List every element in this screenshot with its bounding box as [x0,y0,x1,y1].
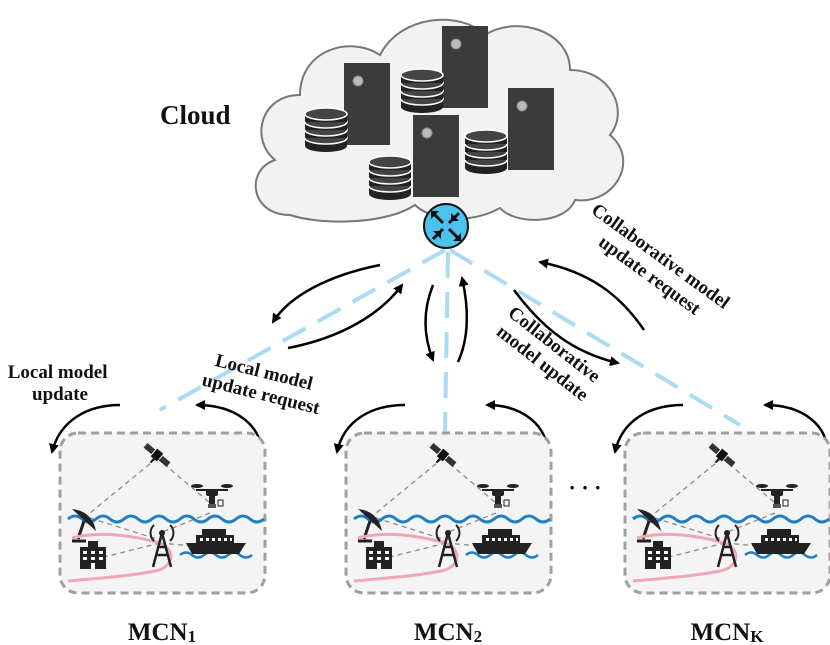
ellipsis: · · · [568,475,601,500]
network-links [159,248,742,433]
database-icon [304,107,348,153]
mcn-label-2: MCN2 [414,619,482,645]
server-icon [507,87,555,171]
update-arrows [49,258,830,456]
arrow-mcnk-to-cloud [538,258,646,331]
arrow-local-update-1 [49,403,121,454]
mcn-label-1: MCN1 [128,619,196,645]
mcn-panel-k [623,431,830,595]
router-icon [423,203,469,249]
label-local-model-update: Local model update [8,362,113,405]
database-icon [400,68,444,114]
database-icon [368,155,412,201]
arrow-mcn2-to-cloud [456,276,469,363]
arrow-local-update-k [611,403,684,454]
arrow-mcn1-to-cloud [287,283,404,350]
arrow-cloud-to-mcn2 [424,284,435,362]
arrow-local-update-2 [333,403,406,454]
arrow-cloud-to-mcn1 [271,263,381,324]
server-icon [343,62,391,146]
label-collaborative-model-update-request: Collaborative model update request [574,199,737,334]
cloud-label: Cloud [160,100,231,130]
server-icon [412,114,460,198]
arrow-cloud-to-mcnk [512,289,620,367]
server-icon [441,25,489,109]
database-icon [464,129,508,175]
mcn-label-k: MCNK [691,619,765,645]
mcn-panel-1 [58,431,267,595]
mcn-panel-2 [344,431,553,595]
